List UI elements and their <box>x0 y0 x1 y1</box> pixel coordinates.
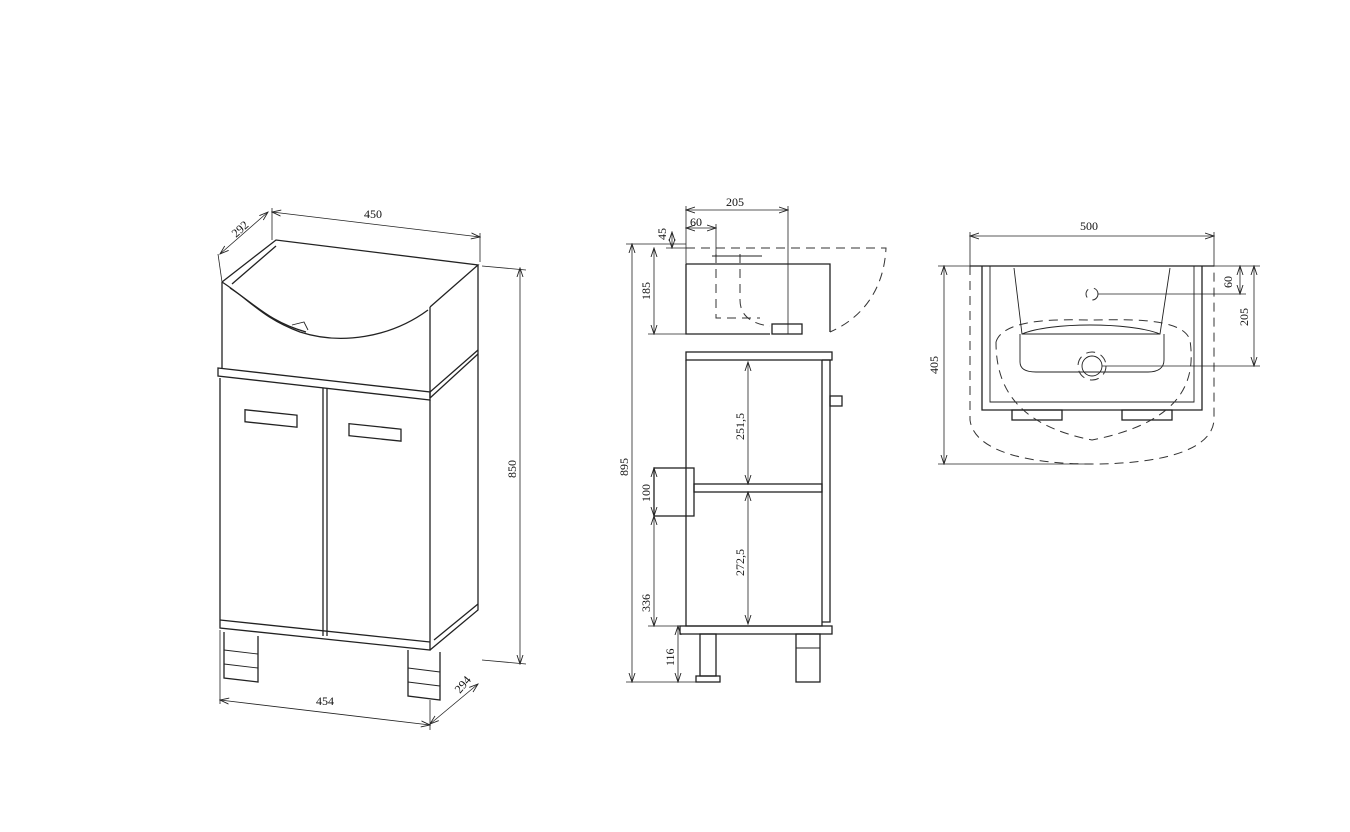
left-door-handle <box>244 409 298 428</box>
basin-outline <box>969 266 1215 465</box>
cabinet-body <box>219 354 479 651</box>
overflow-icon <box>1085 287 1099 301</box>
dim-sink-depth: 185 <box>639 282 653 300</box>
dim-overall-height: 895 <box>617 458 631 476</box>
basin <box>221 239 480 399</box>
front-leg <box>795 633 821 683</box>
leg-left <box>1011 409 1063 421</box>
doors <box>244 388 402 636</box>
dimensions: 450 292 850 454 294 <box>217 207 527 730</box>
dim-drain-offset: 60 <box>690 215 702 229</box>
dim-height: 850 <box>505 460 519 478</box>
dim-depth: 405 <box>927 356 941 374</box>
side-view: 205 60 45 185 895 100 336 116 251,5 <box>617 195 887 683</box>
dim-sink-rim: 45 <box>655 228 669 240</box>
dim-top-width: 450 <box>364 207 382 221</box>
dimensions: 205 60 45 185 895 100 336 116 251,5 <box>617 195 788 682</box>
right-door-handle <box>348 422 402 442</box>
top-view: 500 405 60 205 <box>927 219 1260 464</box>
dim-width: 500 <box>1080 219 1098 233</box>
drain-icon <box>1081 355 1103 377</box>
dim-top-depth: 292 <box>229 218 252 240</box>
perspective-view: 450 292 850 454 294 <box>217 207 527 730</box>
sink-profile <box>685 247 887 335</box>
countertop <box>217 349 479 401</box>
shelf-bracket <box>653 467 695 517</box>
dim-bottom-width: 454 <box>316 694 334 708</box>
dimensions: 500 405 60 205 <box>927 219 1260 464</box>
dim-upper-compartment: 251,5 <box>733 413 747 440</box>
dim-drain-depth: 205 <box>1237 308 1251 326</box>
cabinet-outline <box>970 265 1214 421</box>
dim-drain-offset: 60 <box>1221 276 1235 288</box>
dim-sink-projection: 205 <box>726 195 744 209</box>
leg-right <box>1121 409 1173 421</box>
dim-bottom-depth: 294 <box>452 673 474 696</box>
legs <box>223 632 441 701</box>
dim-lower-compartment: 272,5 <box>733 549 747 576</box>
dim-leg-height: 116 <box>663 648 677 666</box>
dim-lower-height: 336 <box>639 594 653 612</box>
back-leg <box>699 633 717 677</box>
dim-shelf: 100 <box>639 484 653 502</box>
